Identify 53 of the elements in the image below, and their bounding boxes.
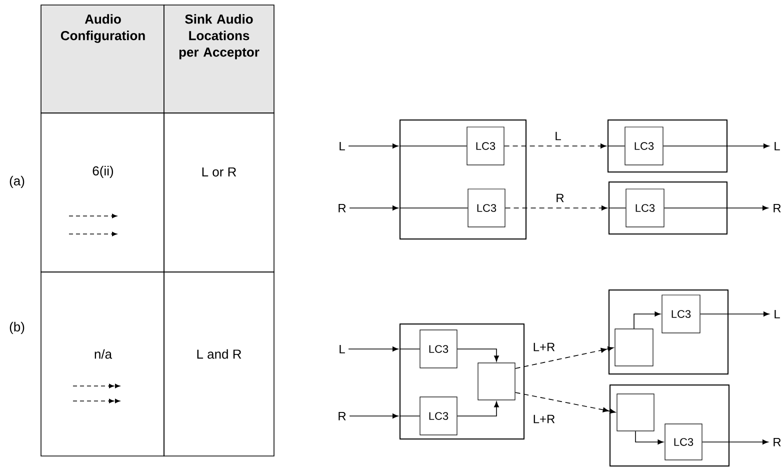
arrow — [702, 440, 768, 444]
edge-label: L+R — [532, 342, 556, 352]
device-box — [400, 323, 524, 440]
row-label: (b) — [10, 322, 24, 334]
edge-label: R — [554, 192, 566, 204]
header-cell: Audio Configuration — [40, 4, 164, 114]
channel-label: R — [774, 438, 781, 446]
table-cell: L or R — [164, 112, 274, 272]
channel-label: L — [774, 310, 780, 318]
channel-label: R — [338, 204, 346, 212]
arrow — [514, 392, 616, 414]
codec-box: LC3 — [420, 330, 458, 368]
channel-label: L — [340, 142, 345, 150]
codec-box: LC3 — [664, 424, 702, 460]
channel-label: L — [340, 345, 345, 354]
arrow — [456, 348, 499, 362]
arrow — [664, 206, 768, 210]
arrow — [504, 206, 608, 210]
block-box — [614, 328, 654, 366]
codec-box: LC3 — [626, 188, 664, 228]
codec-box: LC3 — [624, 126, 664, 166]
codec-box: LC3 — [468, 188, 506, 228]
arrow — [349, 206, 398, 210]
header-cell: Sink Audio Locations per Acceptor — [164, 4, 274, 114]
arrow — [514, 346, 614, 369]
codec-box: LC3 — [420, 396, 458, 436]
block-box — [478, 362, 516, 400]
device-box — [610, 384, 730, 466]
edge-label: L+R — [532, 414, 556, 424]
codec-box: LC3 — [662, 294, 700, 334]
table-cell: 6(ii) — [40, 112, 164, 272]
arrow — [504, 144, 606, 148]
row-label: (a) — [10, 176, 24, 188]
arrow — [634, 312, 661, 330]
arrow — [349, 414, 398, 418]
arrow — [700, 312, 770, 316]
codec-box: LC3 — [466, 126, 504, 166]
table-cell: n/a — [40, 272, 164, 456]
device-box — [400, 120, 526, 240]
device-box — [608, 120, 728, 172]
table-cell: L and R — [164, 272, 274, 456]
block-box — [616, 394, 654, 432]
arrow — [348, 346, 398, 352]
arrow — [348, 144, 398, 148]
arrow — [635, 430, 664, 444]
device-box — [608, 182, 728, 234]
device-box — [608, 289, 728, 374]
channel-label: R — [338, 412, 346, 420]
edge-label: L — [554, 130, 562, 142]
channel-label: L — [774, 142, 780, 150]
arrow — [662, 144, 770, 148]
arrow — [456, 401, 499, 416]
channel-label: R — [774, 204, 781, 212]
